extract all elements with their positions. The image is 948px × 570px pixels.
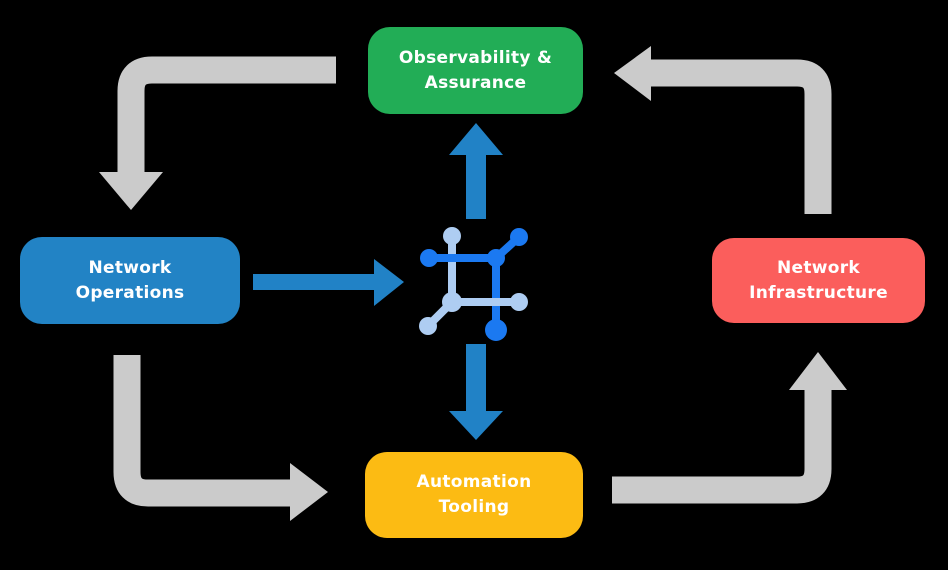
node-network-operations-label: Network Operations <box>75 257 185 303</box>
node-network-infrastructure-label: Network Infrastructure <box>749 257 888 303</box>
node-observability-assurance-label: Observability & Assurance <box>398 47 553 93</box>
node-automation-tooling-label: Automation Tooling <box>416 472 532 517</box>
node-network-infrastructure: Network Infrastructure <box>712 238 925 323</box>
node-automation-tooling: Automation Tooling <box>365 452 583 538</box>
blue-arrow-netops-to-center <box>253 259 404 306</box>
blue-arrow-center-to-automation <box>449 344 503 440</box>
node-network-operations: Network Operations <box>20 237 240 324</box>
cycle-arrow-netops-to-automation <box>113 355 328 521</box>
cycle-arrow-observability-to-netops <box>99 56 336 210</box>
cycle-arrow-automation-to-infrastructure <box>612 352 847 504</box>
blue-arrow-center-to-observability <box>449 123 503 219</box>
cycle-arrow-infrastructure-to-observability <box>614 46 832 214</box>
node-observability-assurance: Observability & Assurance <box>368 27 583 114</box>
network-mesh-icon <box>419 227 528 341</box>
